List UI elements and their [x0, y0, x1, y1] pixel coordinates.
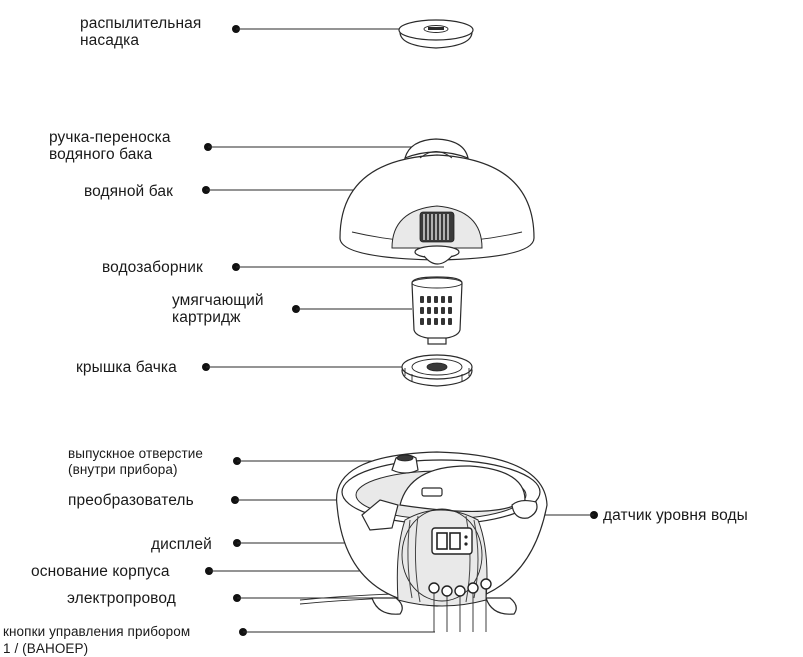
softening-cartridge: [412, 277, 462, 344]
water-tank: [340, 139, 534, 264]
tank-lid: [402, 355, 472, 386]
humidifier-base: [300, 452, 547, 632]
spray-nozzle: [399, 20, 473, 48]
